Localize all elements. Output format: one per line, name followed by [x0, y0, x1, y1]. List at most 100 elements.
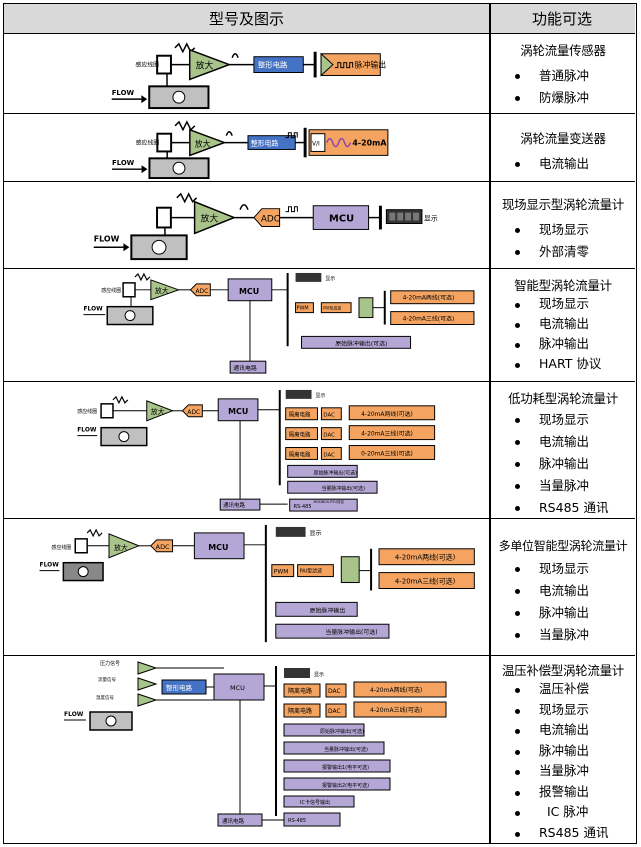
amp-label: 放大 [114, 543, 128, 552]
ma-3wire-label: 4-20mA三线(可选) [361, 430, 413, 438]
comm-label: 通讯电路 [233, 364, 257, 372]
diagram-turbine-transmitter: 感应线圈 放大 整形电路 V/I 4-20mA FLOW [112, 120, 389, 180]
isolation-label: 隔离电路 [288, 687, 312, 695]
sensor-coil-label: 感应线圈 [77, 408, 97, 415]
flow-label: FLOW [83, 306, 103, 313]
isolation-label: 隔离电路 [288, 707, 312, 715]
amp-label: 放大 [196, 60, 214, 72]
ma-3wire-label: 4-20mA三线(可选) [395, 577, 456, 586]
display-label: 显示 [424, 215, 438, 223]
ma-2wire-label: 4-20mA两线(可选) [403, 294, 455, 302]
sensor-coil-label: 感应线圈 [136, 139, 160, 147]
feature-item: 现场显示 [491, 700, 635, 721]
features-smart-meter: 智能型涡轮流量计 现场显示 电流输出 脉冲输出 HART 协议 [491, 269, 635, 381]
mcu-label: MCU [239, 287, 259, 296]
feature-item: RS485 通讯 [491, 823, 635, 844]
flow-label: FLOW [77, 427, 97, 434]
features-turbine-transmitter: 涡轮流量变送器 电流输出 [491, 114, 635, 181]
amp-label: 放大 [155, 286, 169, 295]
eq-pulse-label: 当量脉冲输出(可选) [321, 485, 365, 492]
flow-label: FLOW [94, 234, 120, 243]
feature-item: 电流输出 [491, 153, 635, 175]
ma-010-label: 0-20mA三线(可选) [361, 449, 413, 457]
column-divider [489, 4, 491, 843]
feature-item: 电流输出 [491, 720, 635, 741]
isolation-label: 隔离电路 [289, 411, 311, 419]
feature-item: 电流输出 [491, 431, 635, 453]
feature-item: 当量脉冲 [491, 475, 635, 497]
diagram-low-power-meter: 感应线圈 放大 ADC MCU 显示 隔离电路 DAC 4-20mA两线(可选)… [77, 389, 436, 512]
display-label: 显示 [314, 672, 324, 678]
feature-item: 外部清零 [491, 241, 635, 263]
display-label: 显示 [310, 530, 322, 537]
row-turbine-sensor: 感应线圈 放大 整形电路 脉冲输出 FLOW 涡轮流量传感器 普通脉冲 防爆脉冲 [4, 34, 635, 114]
pwm-label: PWM [297, 306, 309, 312]
modbus-label: MODBUS-RTU协议 [314, 499, 345, 504]
flow-signal-label: 流量信号 [98, 676, 116, 683]
pwm-label: PWM [274, 569, 289, 576]
isolation-label: 隔离电路 [289, 431, 311, 439]
feature-title: 温压补偿型涡轮流量计 [501, 663, 624, 678]
features-turbine-sensor: 涡轮流量传感器 普通脉冲 防爆脉冲 [491, 34, 635, 113]
amplifier-shape [188, 48, 232, 81]
feature-item: 脉冲输出 [491, 741, 635, 762]
flow-label: FLOW [112, 89, 135, 97]
pressure-signal-label: 压力信号 [100, 660, 120, 667]
feature-item: HART 协议 [491, 354, 635, 374]
current-label: 4-20mA [352, 139, 387, 148]
feature-item: 防爆脉冲 [491, 87, 635, 109]
shaping-label: 整形电路 [166, 683, 193, 692]
flow-label: FLOW [64, 711, 84, 718]
raw-pulse-label: 原始脉冲输出(可选) [335, 339, 387, 347]
raw-pulse-label: 原始脉冲输出(可选) [320, 728, 364, 735]
flow-label: FLOW [112, 159, 135, 167]
feature-item: IC 脉冲 [491, 802, 635, 823]
features-low-power-meter: 低功耗型涡轮流量计 现场显示 电流输出 脉冲输出 当量脉冲 RS485 通讯 [491, 382, 635, 518]
feature-item: 脉冲输出 [491, 453, 635, 475]
feature-item: 当量脉冲 [491, 761, 635, 782]
feature-title: 低功耗型涡轮流量计 [508, 391, 618, 406]
features-multi-unit-meter: 多单位智能型涡轮流量计 现场显示 电流输出 脉冲输出 当量脉冲 [491, 519, 635, 655]
pulse-output-label: 脉冲输出 [355, 60, 387, 70]
feature-item: 温压补偿 [491, 679, 635, 700]
features-temp-pressure-meter: 温压补偿型涡轮流量计 温压补偿 现场显示 电流输出 脉冲输出 当量脉冲 报警输出… [491, 656, 635, 843]
temp-signal-label: 温度信号 [96, 694, 114, 701]
isolation-label: 隔离电路 [289, 450, 311, 458]
diagram-display-meter: 放大 ADC MCU 显示 FLOW [93, 192, 438, 261]
raw-pulse-label: 原始脉冲输出 [310, 606, 346, 614]
diagram-smart-meter: 感应线圈 放大 ADC MCU 显示 PWM PAI型滤波 4-20mA两线(可… [83, 272, 475, 374]
ma-2wire-label: 4-20mA两线(可选) [370, 686, 422, 694]
header-functions: 功能可选 [489, 4, 635, 34]
row-smart-meter: 感应线圈 放大 ADC MCU 显示 PWM PAI型滤波 4-20mA两线(可… [4, 269, 635, 382]
feature-item: 电流输出 [491, 580, 635, 602]
row-display-meter: 放大 ADC MCU 显示 FLOW 现场显示型涡轮流量计 现场显示 外部清零 [4, 182, 635, 269]
diagram-temp-pressure-meter: 压力信号 流量信号 温度信号 整形电路 MCU 显示 隔离电路 DAC 4-20… [64, 660, 447, 827]
ma-2wire-label: 4-20mA两线(可选) [361, 410, 413, 418]
feature-title: 现场显示型涡轮流量计 [501, 197, 624, 212]
comm-label: 通讯电路 [223, 501, 245, 509]
feature-title: 涡轮流量传感器 [520, 43, 606, 58]
raw-pulse-label: 原始脉冲输出(可选) [314, 469, 358, 476]
features-display-meter: 现场显示型涡轮流量计 现场显示 外部清零 [491, 182, 635, 268]
sensor-coil-label: 感应线圈 [135, 61, 159, 69]
pai-filter-label: PAI型滤波 [300, 568, 322, 575]
feature-item: 现场显示 [491, 219, 635, 241]
eq-pulse-label: 当量脉冲输出(可选) [324, 746, 368, 753]
adc-label: ADC [261, 215, 280, 225]
mcu-label: MCU [230, 684, 245, 692]
diagram-turbine-sensor: 感应线圈 放大 整形电路 脉冲输出 FLOW [111, 42, 387, 110]
adc-label: ADC [156, 543, 170, 551]
adc-label: ADC [187, 409, 200, 416]
dac-label: DAC [323, 452, 335, 458]
row-low-power-meter: 感应线圈 放大 ADC MCU 显示 隔离电路 DAC 4-20mA两线(可选)… [4, 382, 635, 519]
shaping-label: 整形电路 [258, 61, 288, 70]
diagram-multi-unit-meter: 感应线圈 放大 ADC MCU 显示 PWM PAI型滤波 4-20mA两线(可… [39, 524, 475, 643]
mcu-label: MCU [228, 407, 248, 416]
vi-label: V/I [312, 142, 320, 148]
header-model: 型号及图示 [4, 4, 489, 34]
dac-label: DAC [328, 708, 341, 715]
adc-label: ADC [195, 288, 208, 295]
ma-2wire-label: 4-20mA两线(可选) [395, 553, 456, 562]
feature-item: 现场显示 [491, 409, 635, 431]
feature-item: 脉冲输出 [491, 602, 635, 624]
